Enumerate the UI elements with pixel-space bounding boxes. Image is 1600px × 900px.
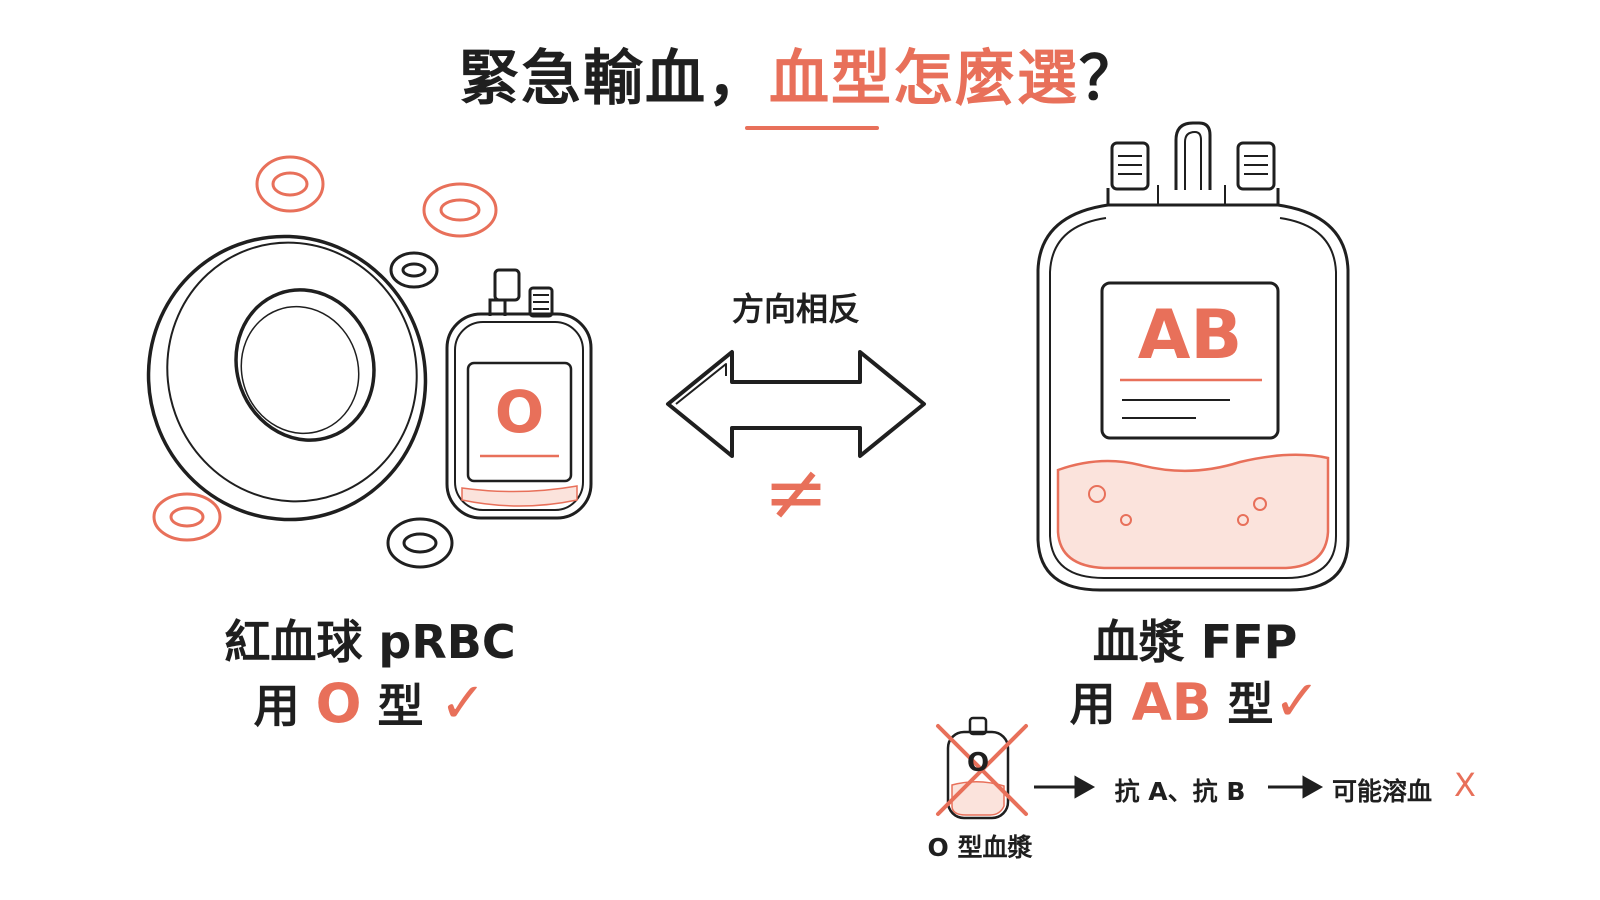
cross-out-icon — [936, 724, 1028, 816]
cross-icon: X — [1454, 766, 1476, 804]
small-cell-icon — [152, 492, 222, 542]
ffp-use-suffix: 型 — [1227, 677, 1274, 731]
antibody-label: 抗 A、抗 B — [1114, 777, 1246, 806]
red-blood-cell-icon — [146, 234, 428, 522]
prbc-use-prefix: 用 — [253, 679, 300, 733]
small-cell-icon — [422, 182, 498, 238]
prbc-type-line: 用 O 型 ✓ — [150, 670, 590, 736]
small-o-bag-letter: O — [966, 748, 990, 778]
title-suffix: ？ — [1079, 44, 1141, 114]
ffp-use-prefix: 用 — [1069, 677, 1116, 731]
o-bag-letter: O — [494, 378, 545, 446]
title-main: 緊急輸血， — [459, 44, 769, 114]
title-highlight: 血型怎麼選 — [769, 44, 1079, 114]
right-arrow-icon — [1034, 775, 1096, 799]
right-arrow-icon — [1268, 775, 1324, 799]
title-underline — [745, 126, 879, 130]
double-arrow-icon — [666, 350, 926, 458]
page-title: 緊急輸血，血型怎麼選？ — [0, 30, 1600, 117]
small-cell-icon — [389, 251, 439, 289]
small-cell-icon — [386, 517, 454, 569]
ffp-label: 血漿 FFP — [1092, 615, 1298, 669]
o-blood-bag-icon — [445, 268, 593, 520]
ab-bag-letter: AB — [1137, 296, 1243, 375]
ab-plasma-bag-icon — [1036, 121, 1350, 592]
check-icon: ✓ — [1273, 669, 1321, 734]
prbc-use-suffix: 型 — [377, 679, 424, 733]
prbc-label: 紅血球 pRBC — [224, 615, 516, 669]
o-plasma-caption: O 型血漿 — [927, 833, 1033, 862]
not-equal-icon: ≠ — [763, 448, 829, 538]
prbc-type: O — [315, 672, 362, 735]
arrow-label: 方向相反 — [731, 290, 860, 328]
check-icon: ✓ — [439, 671, 487, 736]
small-cell-icon — [255, 155, 325, 213]
ffp-type-line: 用 AB 型✓ — [980, 668, 1410, 734]
ffp-type: AB — [1131, 673, 1212, 733]
hemolysis-label: 可能溶血 — [1332, 777, 1433, 806]
o-plasma-bag-icon — [946, 716, 1010, 820]
